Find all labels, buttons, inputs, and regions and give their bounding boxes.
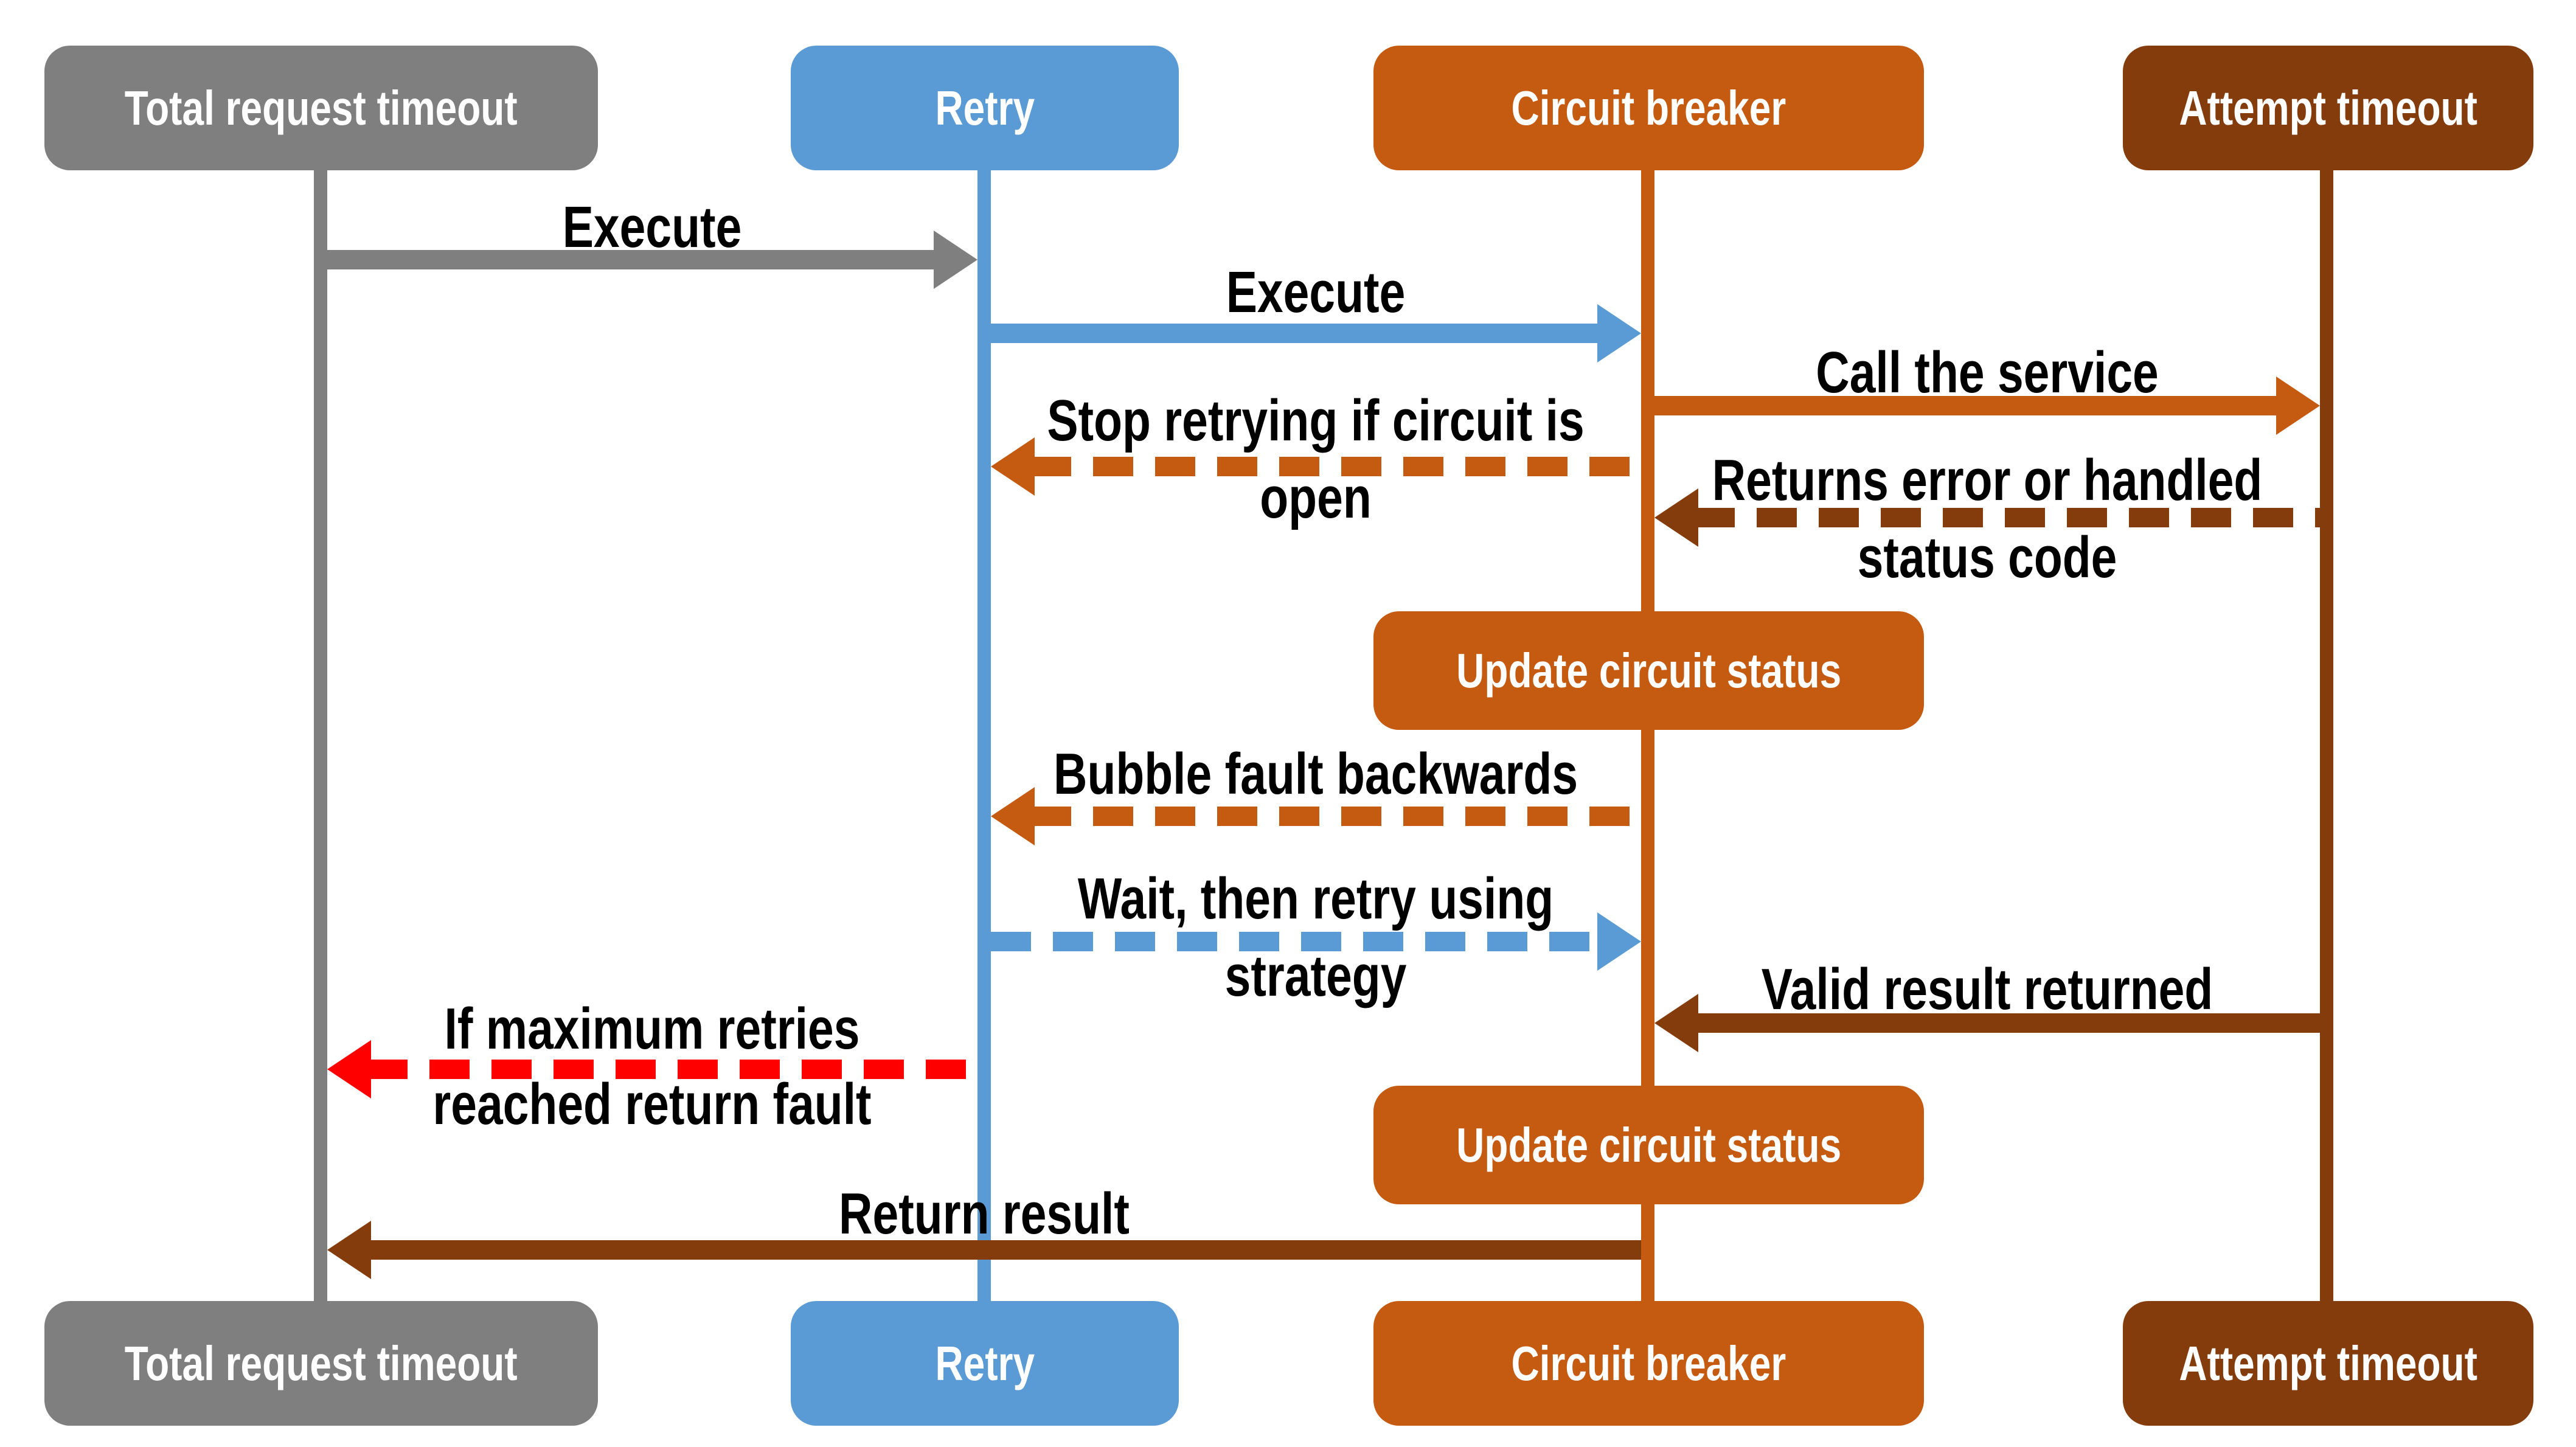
arrow-line [1031,807,1641,826]
activation-label: Update circuit status [1456,643,1842,698]
arrowhead-right-icon [2276,376,2320,435]
activation-label: Update circuit status [1456,1117,1842,1172]
arrowhead-right-icon [1597,912,1641,971]
actor-label: Retry [935,80,1035,135]
arrowhead-right-icon [1597,304,1641,363]
actor-top-retry: Retry [791,46,1179,170]
message-label: Call the service [1816,340,2159,405]
message-label: Execute [1226,260,1406,325]
activation-update-circuit-status-1: Update circuit status [1373,611,1924,730]
actor-top-circuit-breaker: Circuit breaker [1373,46,1924,170]
arrowhead-left-icon [1654,488,1698,547]
arrow-line [1654,396,2280,415]
actor-label: Attempt timeout [2179,80,2477,135]
arrow-line [991,932,1597,951]
actor-bottom-total-request-timeout: Total request timeout [44,1301,598,1426]
arrowhead-left-icon [1654,994,1698,1052]
message-label-line2: reached return fault [432,1072,872,1137]
lifeline-retry [977,170,991,1301]
lifeline-total-request-timeout [314,170,327,1301]
arrow-line [367,1060,977,1079]
actor-bottom-retry: Retry [791,1301,1179,1426]
actor-label: Attempt timeout [2179,1336,2477,1390]
arrowhead-right-icon [934,231,977,289]
lifeline-attempt-timeout [2320,170,2333,1301]
actor-label: Circuit breaker [1511,1336,1786,1390]
message-label-line1: Wait, then retry using [1077,866,1554,931]
actor-label: Total request timeout [125,80,518,135]
actor-bottom-circuit-breaker: Circuit breaker [1373,1301,1924,1426]
message-label-line2: open [1260,465,1372,530]
actor-label: Total request timeout [125,1336,518,1390]
activation-update-circuit-status-2: Update circuit status [1373,1086,1924,1204]
arrow-line [367,1240,1641,1260]
arrow-line [1695,1013,2320,1033]
actor-top-total-request-timeout: Total request timeout [44,46,598,170]
arrowhead-left-icon [991,437,1035,496]
arrowhead-left-icon [327,1221,371,1279]
actor-label: Retry [935,1336,1035,1390]
message-label: Valid result returned [1761,957,2213,1022]
arrow-line [327,250,937,269]
arrowhead-left-icon [327,1040,371,1098]
message-label-line2: strategy [1224,943,1407,1008]
message-label-line1: If maximum retries [444,996,860,1061]
arrowhead-left-icon [991,787,1035,845]
message-label: Execute [562,195,742,260]
actor-bottom-attempt-timeout: Attempt timeout [2123,1301,2533,1426]
message-label: Bubble fault backwards [1053,741,1578,807]
actor-label: Circuit breaker [1511,80,1786,135]
arrow-line [1695,508,2320,527]
message-label: Return result [839,1181,1130,1246]
message-label-line2: status code [1857,525,2117,590]
arrow-line [991,324,1601,343]
message-label-line1: Stop retrying if circuit is [1047,388,1585,453]
arrow-line [1031,457,1641,476]
actor-top-attempt-timeout: Attempt timeout [2123,46,2533,170]
message-label-line1: Returns error or handled [1712,448,2263,513]
lifeline-circuit-breaker [1641,170,1654,1301]
